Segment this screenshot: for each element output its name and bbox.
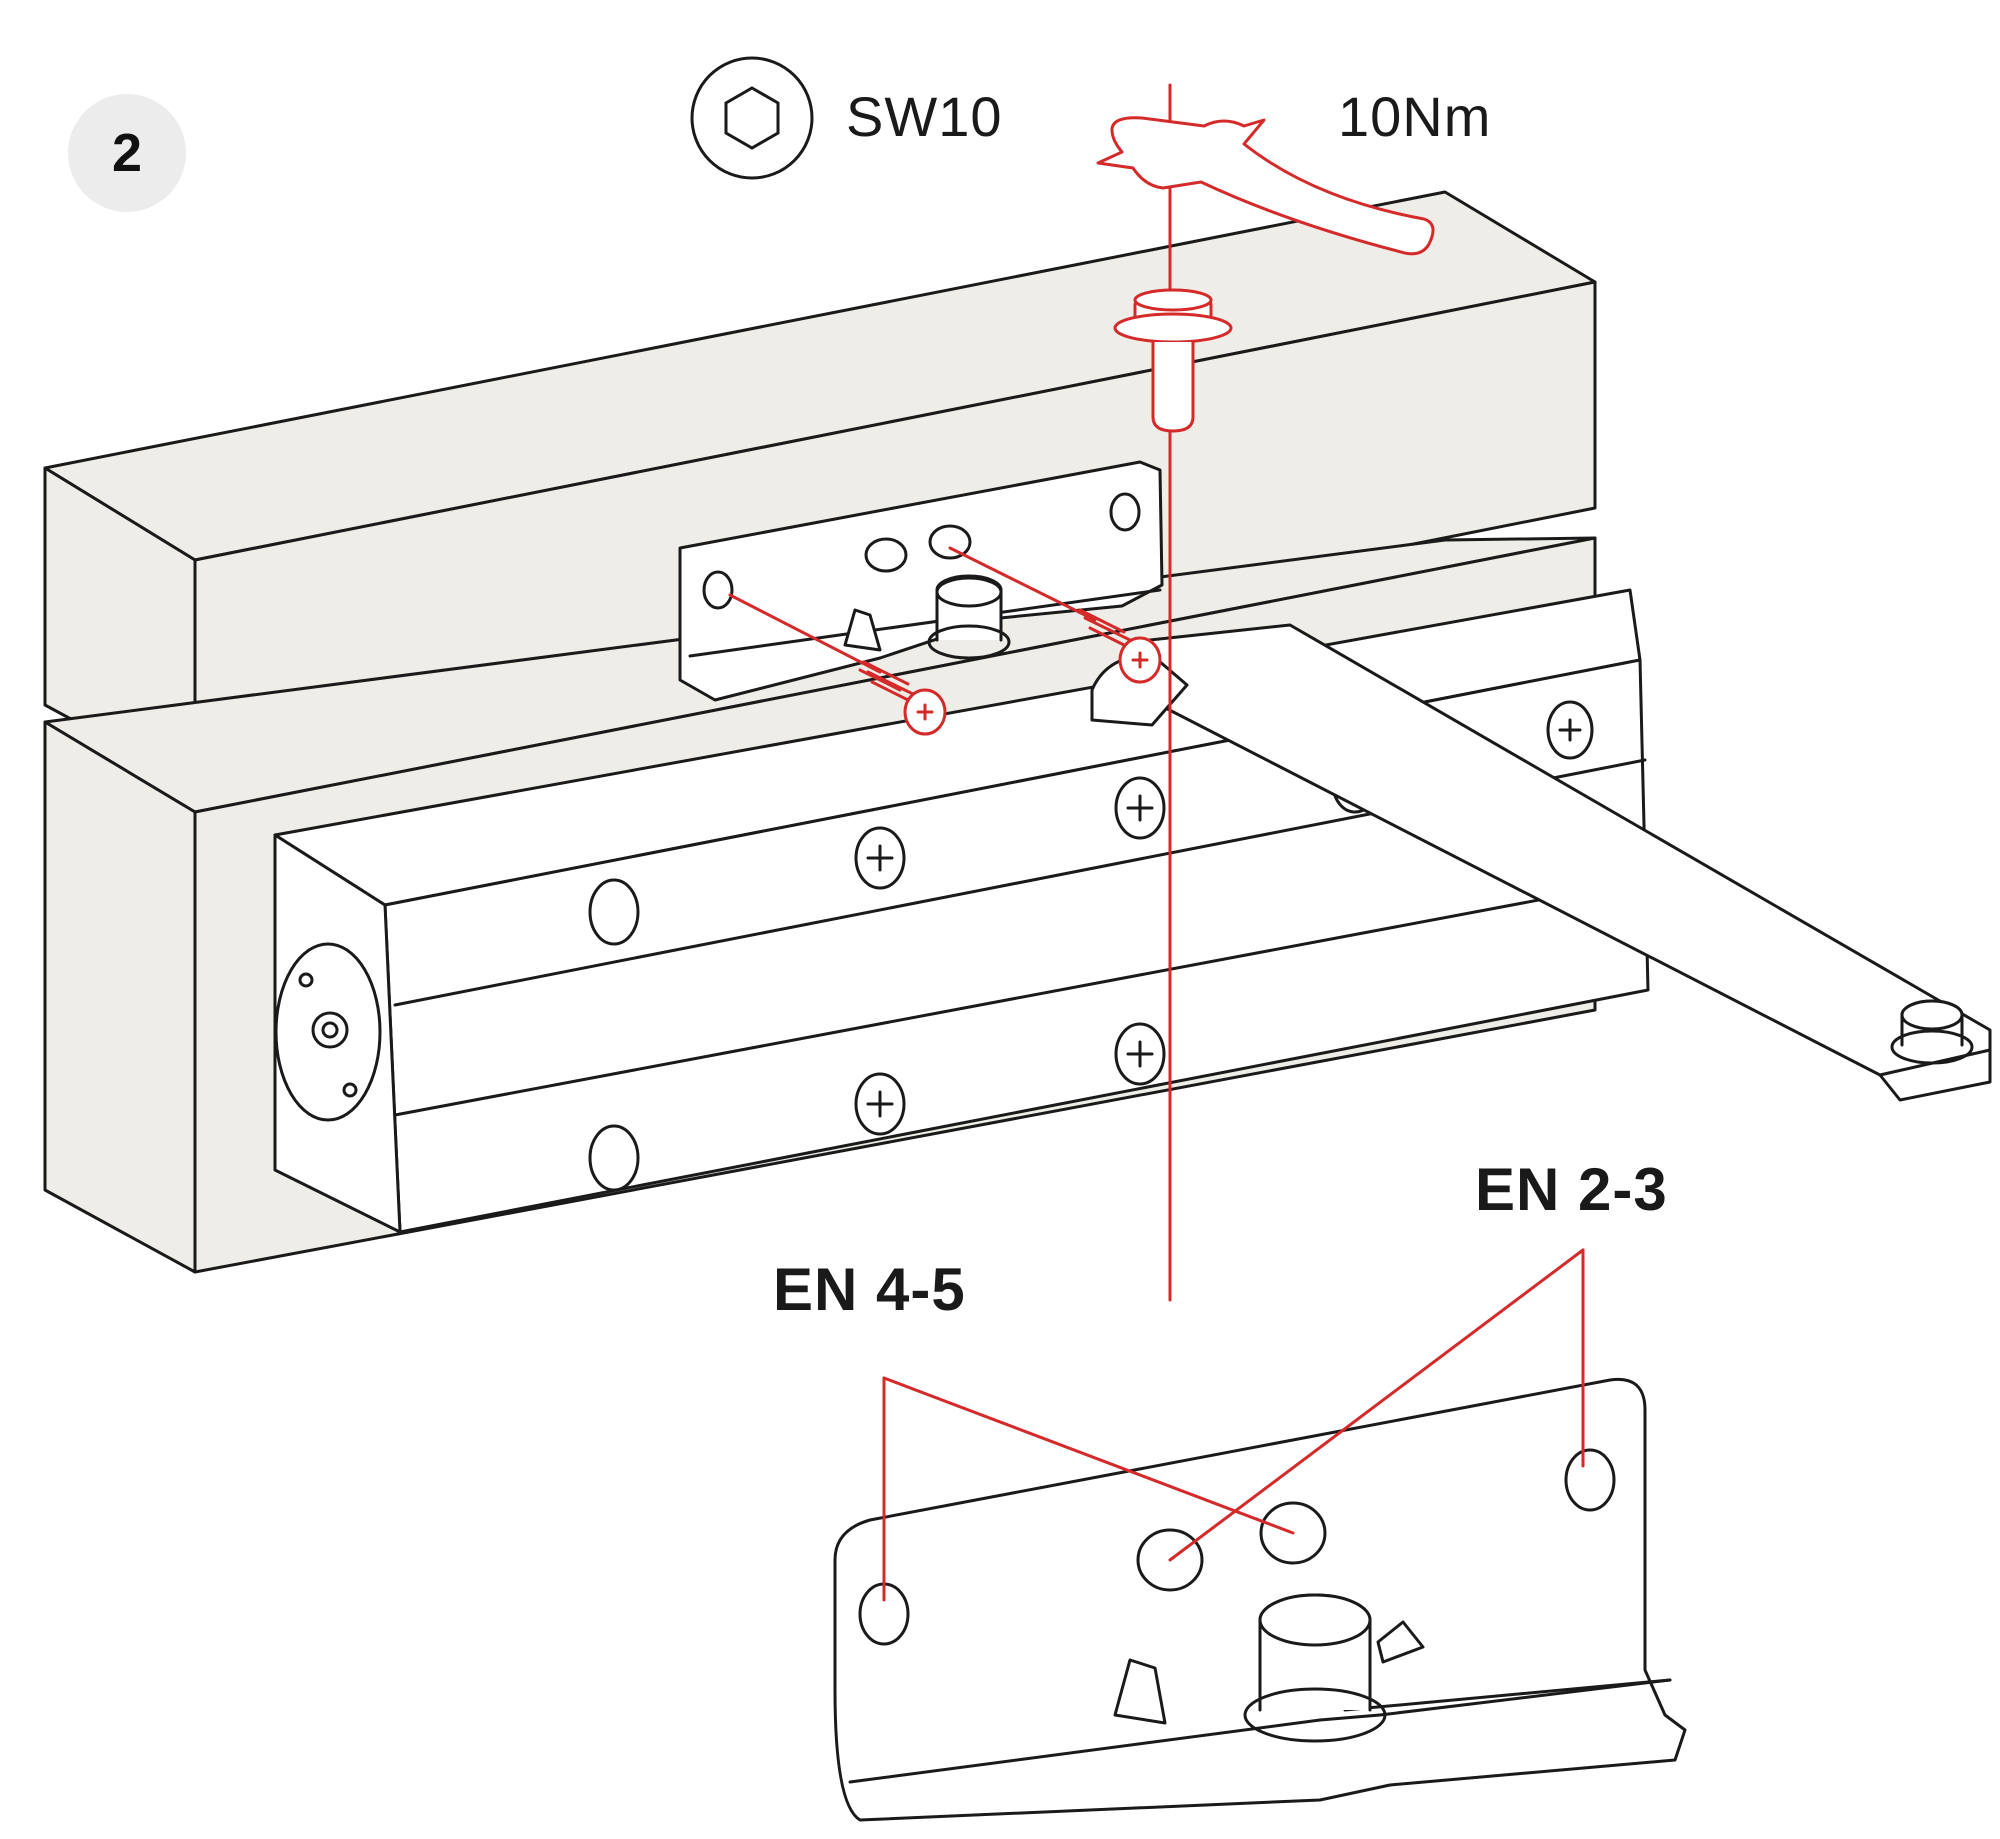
flange-bolt-icon — [1113, 288, 1233, 433]
mounting-plate-installed — [678, 460, 1164, 702]
wood-screw-icon — [948, 546, 1162, 684]
plate-slot — [864, 537, 908, 573]
torque-label: 10Nm — [1338, 85, 1492, 148]
step-number-badge: 2 — [68, 94, 186, 212]
hex-socket-icon — [690, 56, 814, 180]
plate-hole — [702, 570, 734, 610]
callout-lines-en23 — [1168, 1248, 1585, 1562]
detail-hole-en23 — [1564, 1448, 1616, 1512]
wood-screw-icon — [728, 593, 947, 736]
mounting-plate-detail — [833, 1377, 1687, 1822]
callout-en45-label: EN 4-5 — [773, 1256, 966, 1323]
wrench-icon — [1096, 116, 1435, 256]
end-cap — [274, 942, 382, 1122]
body-hole — [588, 878, 640, 946]
callout-lines-en45 — [882, 1376, 1295, 1602]
plate-hole — [1109, 492, 1141, 532]
callout-en23-label: EN 2-3 — [1475, 1156, 1668, 1223]
plate-slot — [928, 524, 972, 560]
body-hole — [588, 1124, 640, 1192]
tool-size-label: SW10 — [846, 85, 1003, 148]
